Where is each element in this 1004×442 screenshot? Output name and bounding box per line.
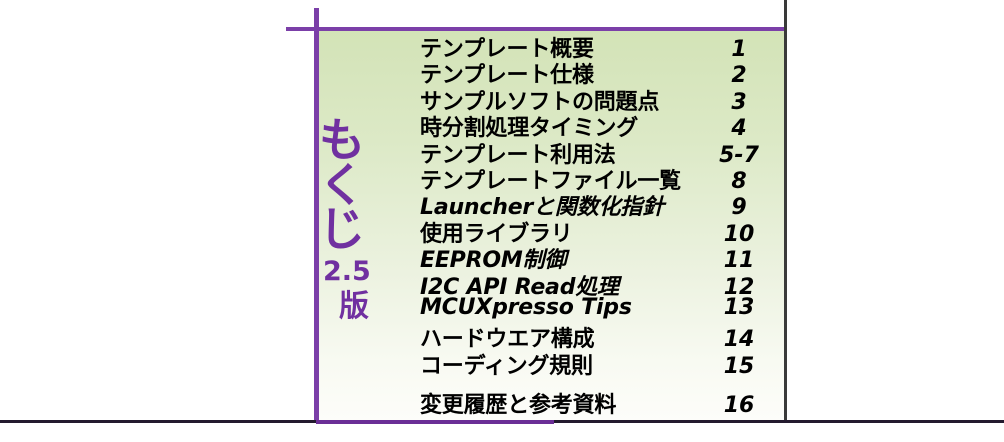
- toc-entry-title: MCUXpresso Tips: [420, 294, 632, 320]
- toc-entry-page-number: 12: [723, 274, 755, 300]
- toc-row[interactable]: テンプレート利用法 5-7: [420, 137, 776, 168]
- toc-entry-title: サンプルソフトの問題点: [420, 89, 660, 115]
- top-rule-left-segment: [286, 27, 318, 31]
- toc-row[interactable]: コーディング規則 15: [420, 348, 776, 379]
- toc-row[interactable]: テンプレート仕様 2: [420, 57, 776, 88]
- side-label-edition: 版: [339, 288, 369, 324]
- panel-right-border: [784, 0, 787, 422]
- toc-entry-title: テンプレート仕様: [420, 63, 594, 89]
- toc-entry-title: I2C API Read処理: [420, 274, 619, 300]
- toc-entry-page-number: 4: [731, 116, 747, 142]
- toc-entry-page-number: 15: [723, 353, 755, 379]
- toc-row[interactable]: 使用ライブラリ 10: [420, 216, 776, 247]
- toc-entry-page-number: 16: [723, 393, 755, 419]
- side-label-title: もくじ: [319, 113, 365, 257]
- toc-row[interactable]: MCUXpresso Tips 13: [420, 295, 776, 321]
- bottom-rule-purple-segment: [316, 420, 554, 424]
- toc-entry-page-number: 8: [731, 168, 747, 194]
- toc-entry-title: Launcherと関数化指針: [420, 195, 664, 221]
- toc-entry-title: コーディング規則: [420, 353, 593, 379]
- toc-entry-title: 使用ライブラリ: [420, 221, 573, 247]
- toc-entry-page-number: 5-7: [719, 142, 759, 168]
- toc-row[interactable]: 時分割処理タイミング 4: [420, 110, 776, 141]
- toc-entry-page-number: 9: [731, 195, 747, 221]
- toc-row[interactable]: テンプレートファイル一覧 8: [420, 163, 776, 194]
- toc-entry-title: テンプレートファイル一覧: [420, 168, 681, 194]
- side-label-group: もくじ 2.5 版: [319, 113, 389, 324]
- toc-row[interactable]: テンプレート概要 1: [420, 31, 776, 62]
- toc-row[interactable]: EEPROM制御 11: [420, 242, 776, 273]
- toc-entry-title: 時分割処理タイミング: [420, 116, 639, 142]
- toc-entry-page-number: 10: [723, 221, 755, 247]
- toc-entry-page-number: 2: [731, 63, 747, 89]
- toc-panel: [319, 31, 784, 421]
- top-rule-right-segment: [318, 27, 786, 31]
- toc-entry-title: ハードウエア構成: [420, 327, 595, 353]
- toc-row[interactable]: I2C API Read処理 12: [420, 269, 776, 300]
- toc-entry-page-number: 1: [731, 37, 747, 62]
- toc-entry-title: テンプレート利用法: [420, 142, 616, 168]
- toc-entry-page-number: 14: [723, 327, 755, 353]
- toc-row[interactable]: Launcherと関数化指針 9: [420, 189, 776, 220]
- toc-row[interactable]: ハードウエア構成 14: [420, 321, 776, 352]
- side-label-version: 2.5: [323, 255, 371, 287]
- toc-row[interactable]: 変更履歴と参考資料 16: [420, 387, 776, 418]
- toc-entry-title: 変更履歴と参考資料: [420, 393, 617, 419]
- toc-entry-title: テンプレート概要: [420, 37, 594, 62]
- toc-row[interactable]: サンプルソフトの問題点 3: [420, 84, 776, 115]
- vertical-accent-bar: [314, 8, 319, 423]
- toc-entry-title: EEPROM制御: [420, 248, 567, 274]
- toc-entry-page-number: 3: [731, 89, 747, 115]
- toc-entry-page-number: 11: [723, 248, 755, 274]
- toc-entry-page-number: 13: [723, 294, 755, 320]
